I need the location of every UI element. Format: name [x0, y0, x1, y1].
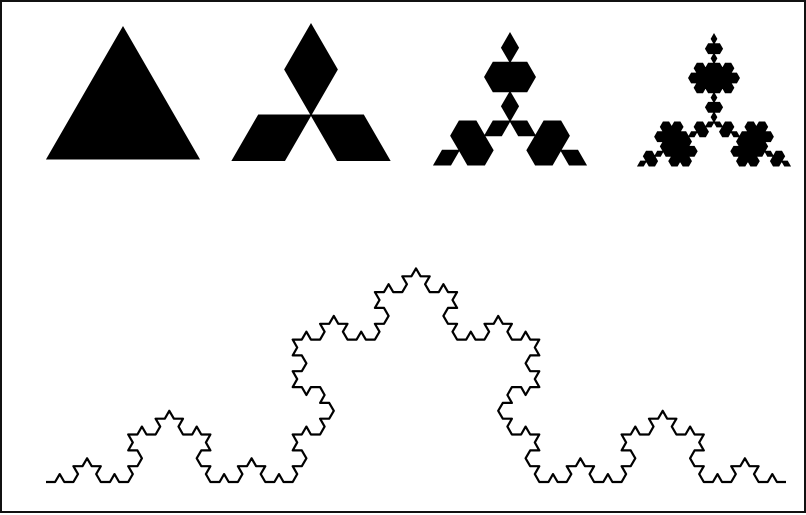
snowflake-iteration-1 [232, 24, 390, 161]
koch-curve [46, 268, 786, 482]
snowflake-iteration-2 [434, 33, 586, 165]
snowflake-iteration-3 [638, 34, 790, 166]
snowflake-row [47, 24, 790, 166]
snowflake-iteration-0 [47, 27, 199, 159]
